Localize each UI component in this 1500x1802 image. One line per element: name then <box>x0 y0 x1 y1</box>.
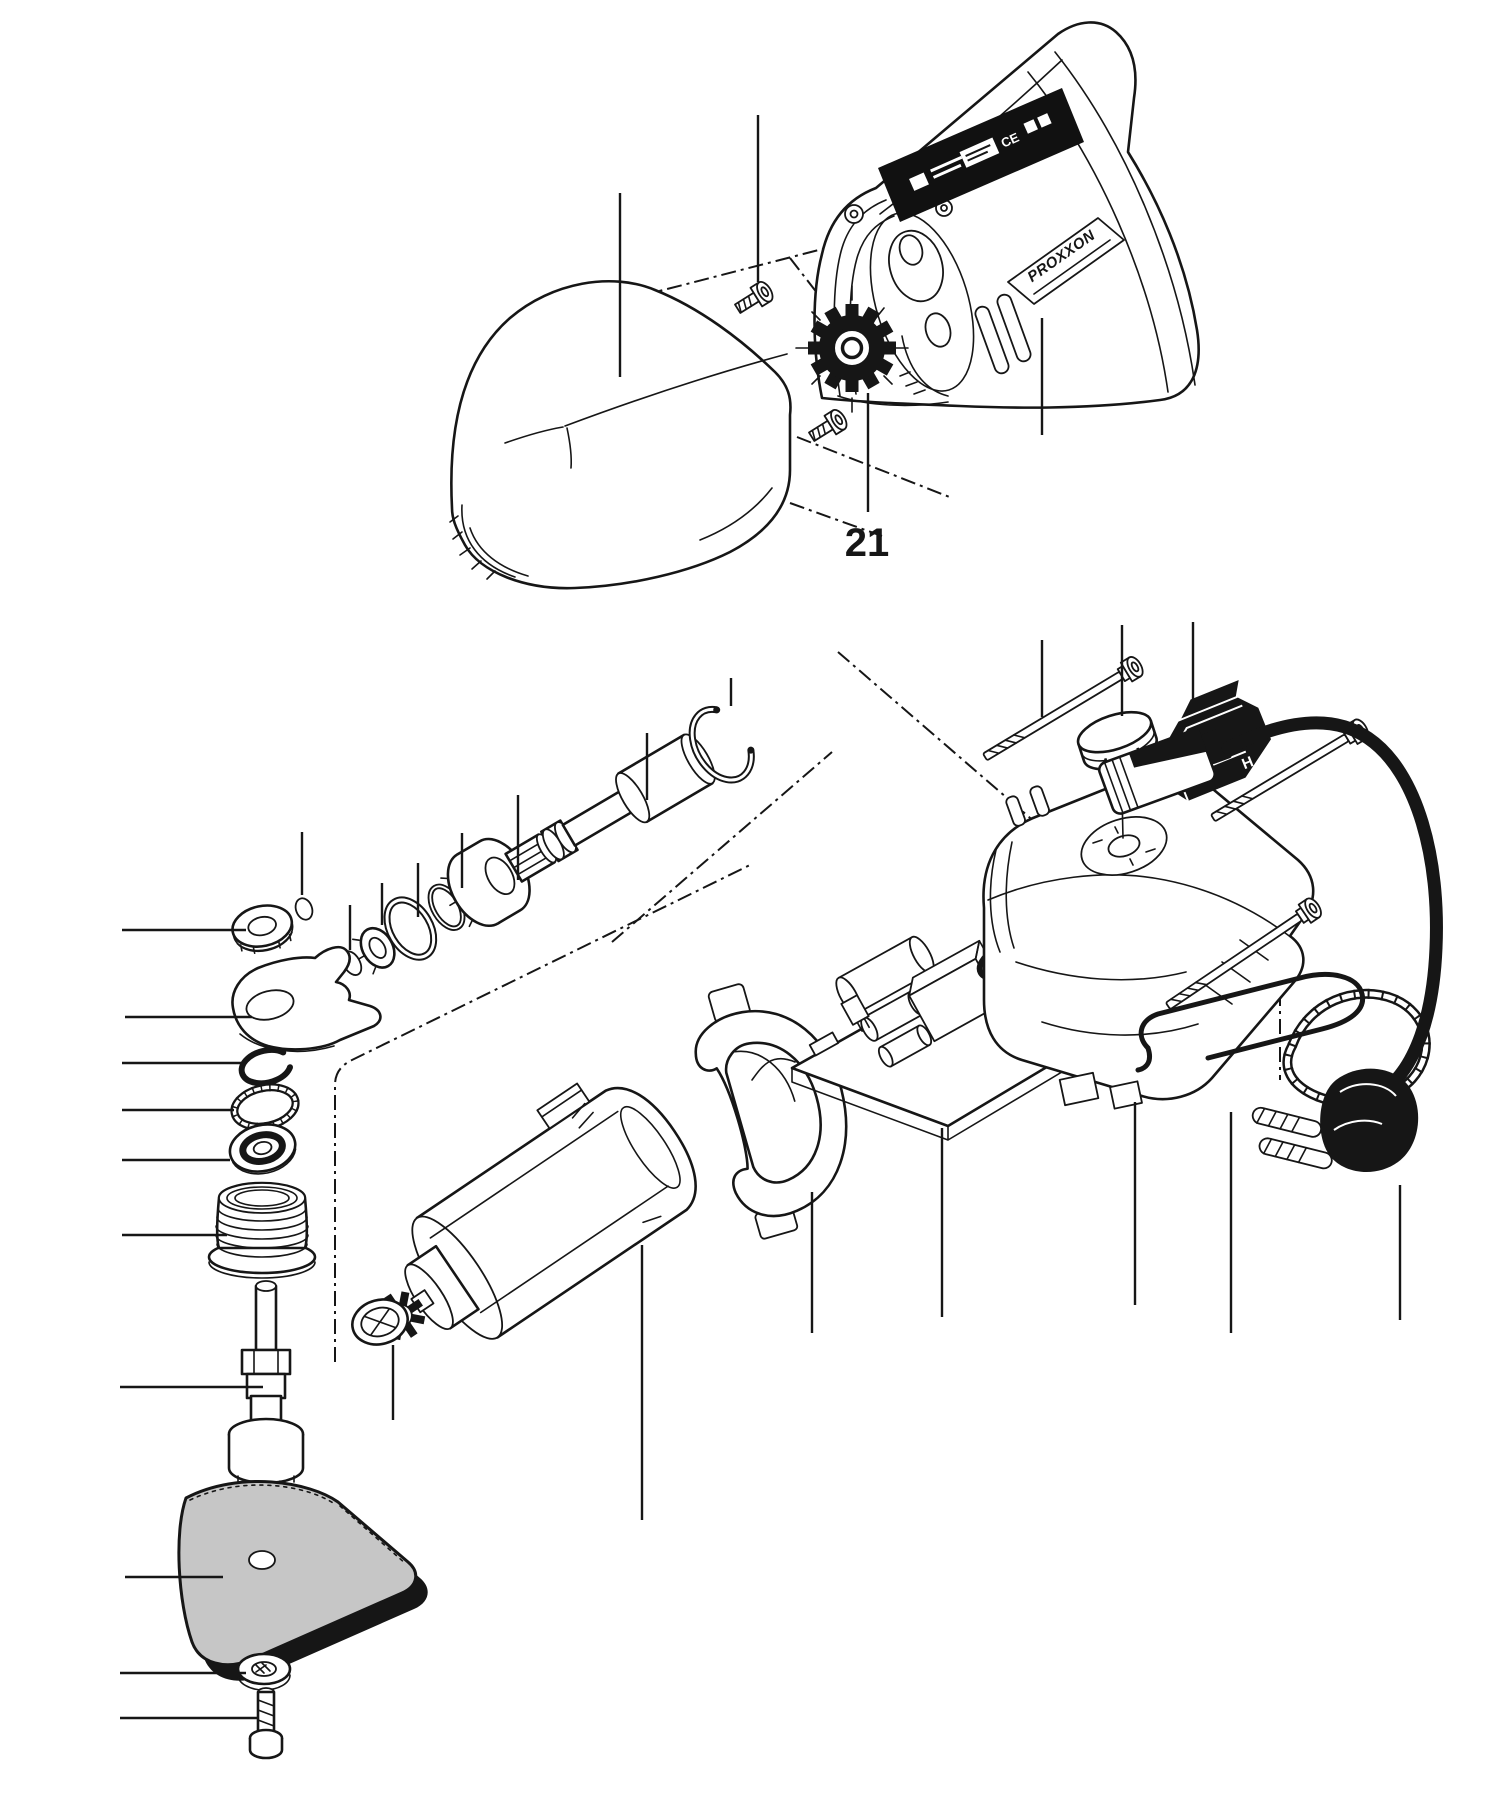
shim-ring <box>294 897 314 921</box>
strain-relief <box>1097 728 1232 815</box>
upper-bearing <box>231 904 294 955</box>
pad-washer <box>236 1652 292 1691</box>
cord-loop <box>1282 988 1431 1108</box>
motor-grommet <box>351 1298 409 1346</box>
small-bearing <box>352 926 396 975</box>
housing-screw-top <box>734 281 774 314</box>
motor-housing: CE PROXXON <box>795 21 1200 413</box>
motor <box>376 1082 697 1341</box>
rating-plate: CE <box>878 88 1084 222</box>
long-screw-1 <box>982 656 1144 761</box>
sanding-pad <box>177 1480 428 1681</box>
threaded-collar <box>207 1181 317 1279</box>
oscillating-fork <box>231 945 382 1053</box>
shaft-assembly <box>341 705 755 976</box>
drive-sleeve <box>615 733 716 824</box>
pad-screw <box>248 1687 284 1760</box>
spindle <box>227 1280 305 1488</box>
ce-mark: CE <box>999 129 1022 150</box>
leader-lines <box>120 115 1402 1720</box>
mains-plug <box>1251 1068 1419 1173</box>
snap-ring <box>238 1046 294 1087</box>
cable-clamp <box>1135 972 1366 1073</box>
long-screw-3 <box>1165 897 1322 1010</box>
lower-bearing <box>228 1123 297 1175</box>
power-cord <box>1221 716 1443 1093</box>
circlip <box>688 705 755 784</box>
housing-screw-top-2 <box>808 409 848 442</box>
callout-21: 21 <box>845 521 890 565</box>
capacitor <box>835 935 935 1015</box>
front-seal-part21 <box>795 285 909 413</box>
head-cover <box>449 279 792 590</box>
collar-rings <box>539 819 579 863</box>
small-cylinder <box>877 1024 933 1068</box>
wave-ring <box>383 896 438 961</box>
transistor <box>840 994 870 1032</box>
